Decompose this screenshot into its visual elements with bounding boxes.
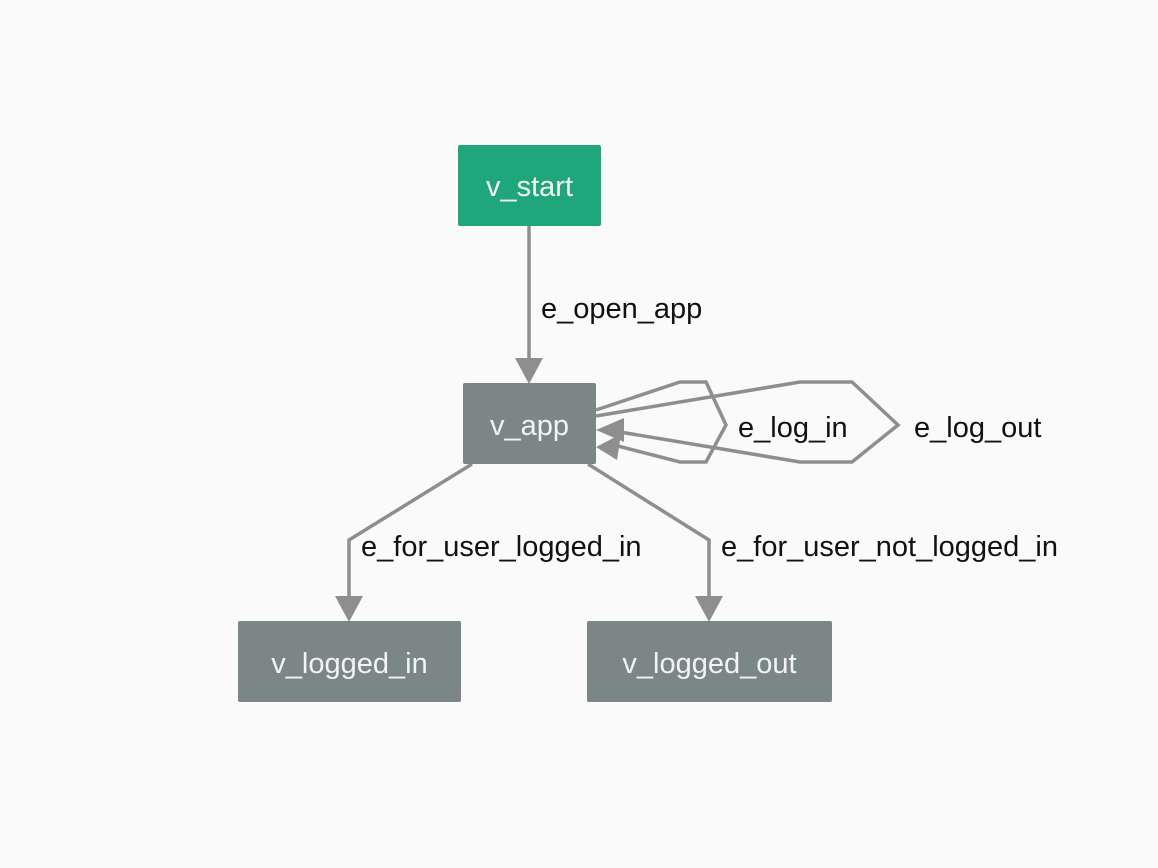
node-v-app-box[interactable] (463, 383, 596, 464)
node-v-start-label: v_start (486, 171, 573, 203)
edge-logged-out-arrow (695, 596, 723, 622)
node-v-logged-in[interactable]: v_logged_in (238, 621, 461, 702)
edge-label-for-user-not-logged-in: e_for_user_not_logged_in (721, 531, 1058, 563)
node-v-start[interactable]: v_start (458, 145, 601, 226)
node-v-app-label: v_app (490, 410, 569, 442)
node-v-logged-out-label: v_logged_out (622, 648, 796, 680)
edge-label-log-in: e_log_in (738, 412, 848, 444)
edges (335, 226, 901, 622)
edge-labels: e_open_app e_log_in e_log_out e_for_user… (361, 293, 1058, 563)
node-v-app[interactable]: v_app (463, 383, 596, 464)
edge-log-out-arrow (596, 418, 624, 442)
node-v-logged-out[interactable]: v_logged_out (587, 621, 832, 702)
node-v-logged-in-label: v_logged_in (271, 648, 427, 680)
edge-label-for-user-logged-in: e_for_user_logged_in (361, 531, 642, 563)
edge-log-in-line (595, 380, 728, 464)
edge-open-app-arrow (515, 358, 543, 384)
edge-label-log-out: e_log_out (914, 412, 1041, 444)
edge-log-out-line (595, 380, 901, 464)
edge-logged-in-line (347, 462, 473, 598)
edge-label-open-app: e_open_app (541, 293, 702, 325)
edge-log-in-arrow (596, 434, 621, 460)
nodes: v_start v_app v_logged_in v_logged_out (238, 145, 832, 702)
node-v-start-box[interactable] (458, 145, 601, 226)
node-v-logged-in-box[interactable] (238, 621, 461, 702)
edge-logged-in-arrow (335, 596, 363, 622)
edge-logged-out-line (587, 462, 711, 598)
node-v-logged-out-box[interactable] (587, 621, 832, 702)
